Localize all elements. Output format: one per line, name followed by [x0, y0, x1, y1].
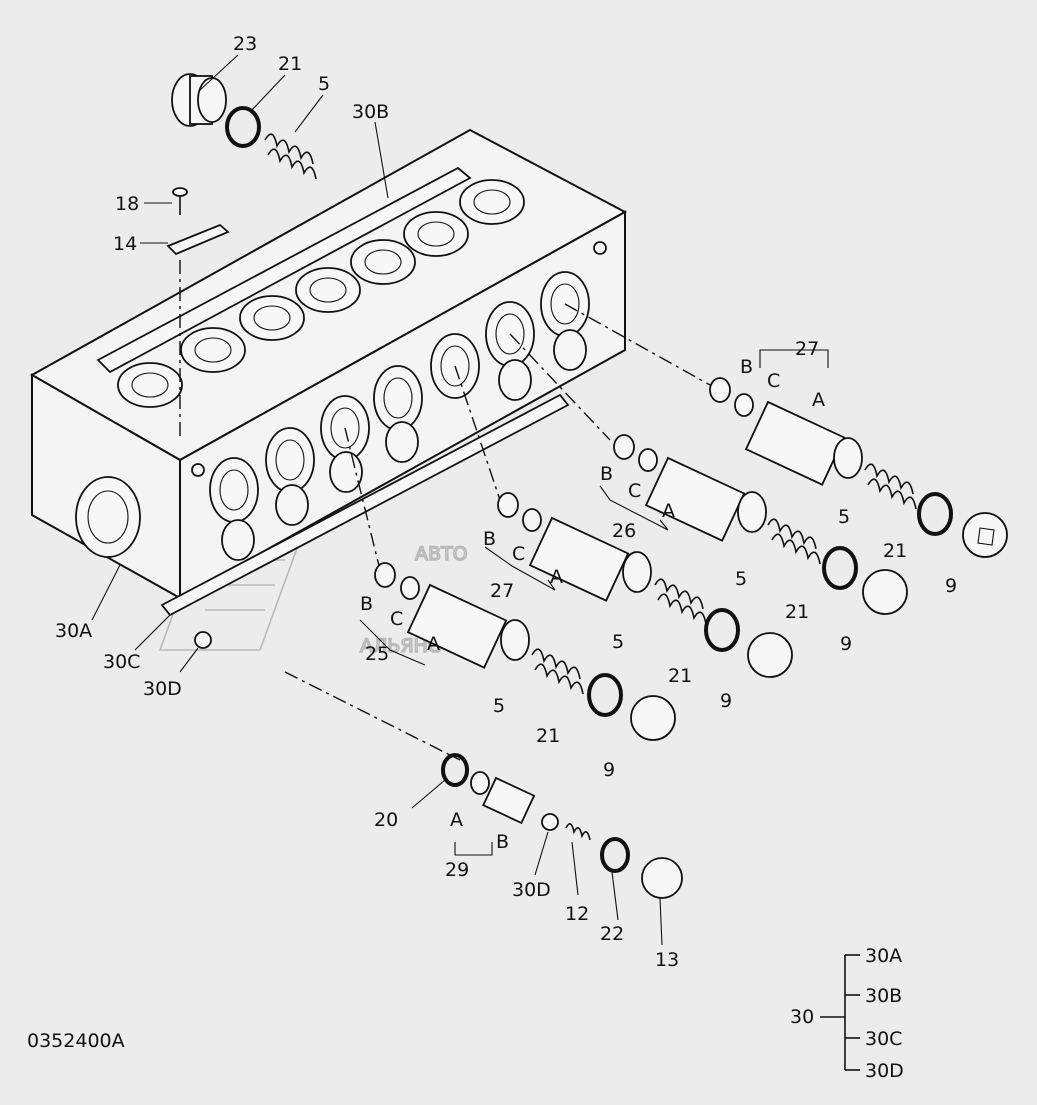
label-25: 25 — [365, 643, 389, 665]
label-9-2: 9 — [840, 633, 852, 655]
label-c-27m: C — [512, 543, 525, 565]
label-c-27r: C — [767, 370, 780, 392]
assembly-legend: 30 30A 30B 30C 30D — [790, 945, 904, 1082]
label-a-29: A — [450, 809, 463, 831]
label-21-top: 21 — [278, 53, 302, 75]
label-30a: 30A — [55, 620, 92, 642]
label-b-27r: B — [740, 356, 753, 378]
o-ring-21-top — [225, 106, 261, 148]
legend-item-30a: 30A — [865, 945, 902, 967]
nameplate-14 — [166, 223, 230, 256]
label-a-27r: A — [812, 389, 825, 411]
ball-30d — [194, 631, 212, 649]
label-22: 22 — [600, 923, 624, 945]
label-21-3: 21 — [668, 665, 692, 687]
spring-5-top — [264, 133, 317, 180]
legend-item-30c: 30C — [865, 1028, 902, 1050]
label-a-26: A — [662, 500, 675, 522]
plug-23 — [171, 73, 227, 127]
spool-group-25 — [374, 562, 676, 741]
drawing-number: 0352400A — [27, 1030, 125, 1052]
label-13: 13 — [655, 949, 679, 971]
top-ports — [117, 179, 525, 408]
label-26: 26 — [612, 520, 636, 542]
svg-text:АВТО: АВТО — [415, 543, 468, 565]
check-valve-group-29 — [441, 753, 683, 899]
screw-18 — [172, 187, 188, 215]
label-5-3: 5 — [612, 631, 624, 653]
label-21-4: 21 — [536, 725, 560, 747]
label-23: 23 — [233, 33, 257, 55]
label-a-25: A — [427, 633, 440, 655]
spool-group-27-middle — [497, 492, 793, 678]
label-b-25: B — [360, 593, 373, 615]
label-21-2: 21 — [785, 601, 809, 623]
label-14: 14 — [113, 233, 137, 255]
label-21-1: 21 — [883, 540, 907, 562]
legend-root: 30 — [790, 1006, 814, 1028]
label-27-right: 27 — [795, 338, 819, 360]
spool-group-26 — [613, 434, 908, 615]
part-labels: 23 21 5 30B 18 14 27 B C A B C A 26 B C … — [55, 33, 957, 971]
spool-group-27-right — [709, 377, 1008, 558]
label-9-1: 9 — [945, 575, 957, 597]
label-30b: 30B — [352, 101, 389, 123]
label-30d: 30D — [143, 678, 182, 700]
label-30c: 30C — [103, 651, 140, 673]
label-5-top: 5 — [318, 73, 330, 95]
label-a-27m: A — [550, 566, 563, 588]
label-b-29: B — [496, 831, 509, 853]
label-30d-low: 30D — [512, 879, 551, 901]
label-5-1: 5 — [838, 506, 850, 528]
leader-lines — [91, 54, 829, 946]
legend-item-30b: 30B — [865, 985, 902, 1007]
label-18: 18 — [115, 193, 139, 215]
legend-item-30d: 30D — [865, 1060, 904, 1082]
label-27-middle: 27 — [490, 580, 514, 602]
label-c-26: C — [628, 480, 641, 502]
label-9-4: 9 — [603, 759, 615, 781]
label-b-26: B — [600, 463, 613, 485]
center-lines — [179, 260, 711, 761]
label-12: 12 — [565, 903, 589, 925]
label-5-2: 5 — [735, 568, 747, 590]
label-20: 20 — [374, 809, 398, 831]
label-29: 29 — [445, 859, 469, 881]
label-c-25: C — [390, 608, 403, 630]
label-b-27m: B — [483, 528, 496, 550]
label-5-4: 5 — [493, 695, 505, 717]
label-9-3: 9 — [720, 690, 732, 712]
